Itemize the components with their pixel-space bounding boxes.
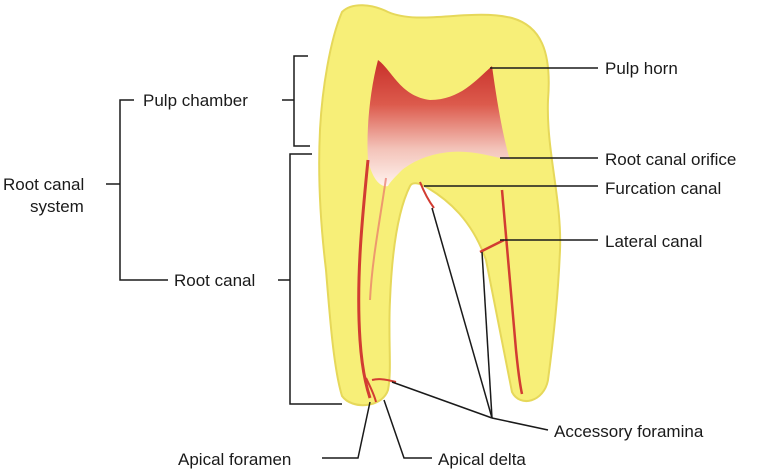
label-root-canal: Root canal bbox=[174, 271, 255, 290]
left-root-canal-inner bbox=[369, 177, 387, 301]
label-root-canal-system-line1: Root canal bbox=[3, 175, 84, 194]
label-root-canal-system-line2: system bbox=[30, 197, 84, 216]
tooth-body bbox=[318, 4, 562, 407]
accessory-foramina-leader-3 bbox=[391, 381, 493, 419]
label-lateral-canal: Lateral canal bbox=[605, 232, 702, 251]
accessory-foramina-leader-2 bbox=[481, 251, 493, 419]
pulp-chamber-shape bbox=[367, 60, 510, 187]
label-furcation-canal: Furcation canal bbox=[605, 179, 721, 198]
label-accessory-foramina: Accessory foramina bbox=[554, 422, 704, 441]
accessory-foramina-leader-4 bbox=[491, 417, 549, 431]
right-root-canal bbox=[500, 189, 524, 395]
furcation-canal-shape bbox=[419, 181, 435, 209]
apical-foramen-leader bbox=[322, 401, 371, 459]
label-apical-delta: Apical delta bbox=[438, 450, 526, 469]
apical-delta-shape bbox=[365, 377, 397, 403]
apical-delta-leader bbox=[383, 399, 432, 459]
root-canal-bracket bbox=[289, 153, 342, 405]
label-pulp-chamber: Pulp chamber bbox=[143, 91, 248, 110]
label-pulp-horn: Pulp horn bbox=[605, 59, 678, 78]
left-root-canal bbox=[357, 159, 372, 399]
label-root-canal-orifice: Root canal orifice bbox=[605, 150, 736, 169]
pulp-chamber-bracket bbox=[293, 55, 310, 147]
accessory-foramina-leader-1 bbox=[431, 207, 493, 419]
label-apical-foramen: Apical foramen bbox=[178, 450, 291, 469]
lateral-canal-shape bbox=[479, 238, 505, 254]
root-canal-system-bracket bbox=[119, 99, 168, 281]
